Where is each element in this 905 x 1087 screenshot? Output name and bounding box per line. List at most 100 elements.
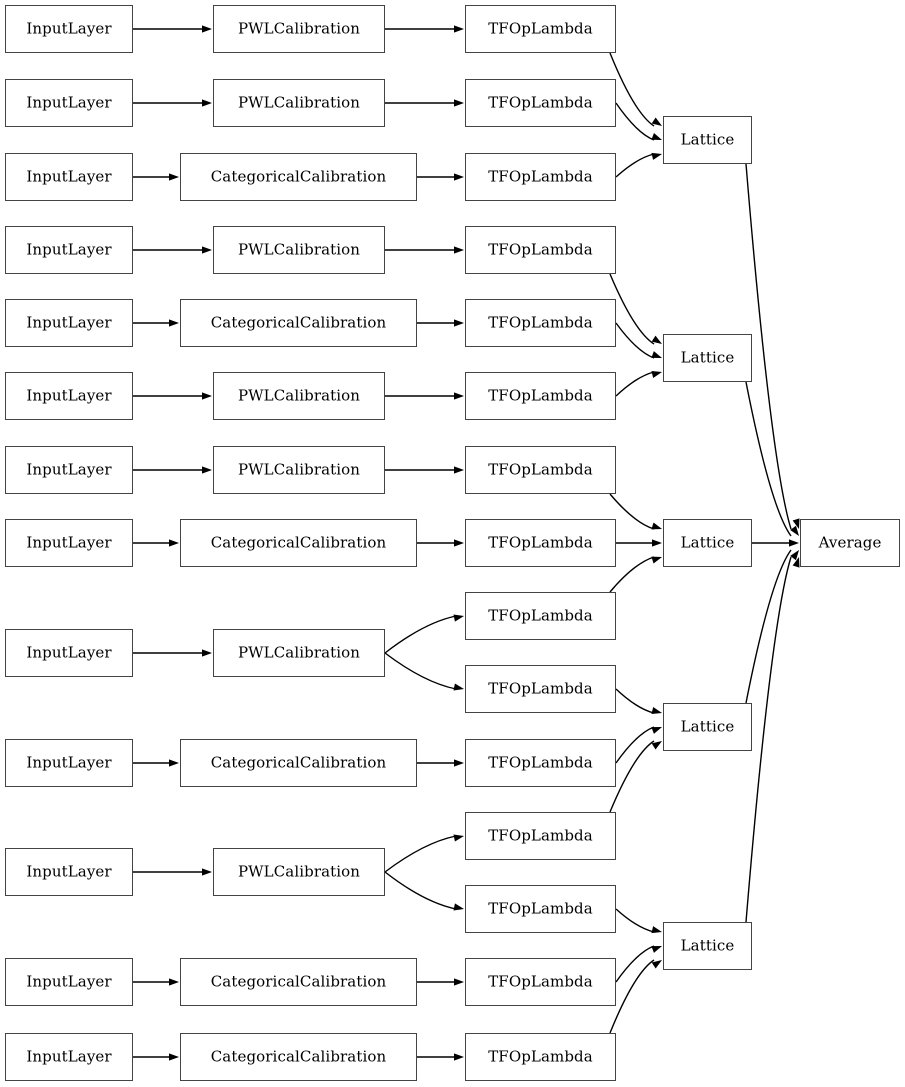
node-categoricalcalibration-cal3[interactable]: CategoricalCalibration xyxy=(180,153,417,201)
node-inputlayer-in12[interactable]: InputLayer xyxy=(5,958,133,1006)
edge-arrowhead xyxy=(652,539,662,547)
node-pwlcalibration-cal4[interactable]: PWLCalibration xyxy=(213,226,385,274)
edge-arrowhead xyxy=(651,926,662,934)
node-categoricalcalibration-cal12[interactable]: CategoricalCalibration xyxy=(180,958,417,1006)
edge-arrowhead xyxy=(454,1053,464,1061)
node-label: InputLayer xyxy=(26,533,112,551)
node-label: TFOpLambda xyxy=(488,167,593,185)
node-label: CategoricalCalibration xyxy=(210,533,387,551)
edge-arrowhead xyxy=(202,392,212,400)
edge-cal9-to-op10 xyxy=(384,652,457,690)
edge-arrowhead xyxy=(169,539,179,547)
edge-arrowhead xyxy=(454,173,464,181)
node-tfoplambda-op6[interactable]: TFOpLambda xyxy=(465,372,616,420)
node-inputlayer-in7[interactable]: InputLayer xyxy=(5,446,133,494)
node-inputlayer-in1[interactable]: InputLayer xyxy=(5,5,133,53)
node-tfoplambda-op8[interactable]: TFOpLambda xyxy=(465,519,616,567)
node-label: TFOpLambda xyxy=(488,753,593,771)
edge-arrowhead xyxy=(453,683,464,691)
node-label: CategoricalCalibration xyxy=(210,753,387,771)
node-inputlayer-in9[interactable]: InputLayer xyxy=(5,629,133,677)
node-label: InputLayer xyxy=(26,1047,112,1065)
edge-arrowhead xyxy=(790,550,799,561)
edge-arrowhead xyxy=(651,133,662,140)
node-inputlayer-in6[interactable]: InputLayer xyxy=(5,372,133,420)
edge-arrowhead xyxy=(651,522,662,530)
edge-arrowhead xyxy=(454,466,464,474)
edge-arrowhead xyxy=(453,903,464,911)
node-lattice-lat1[interactable]: Lattice xyxy=(663,116,752,164)
edge-op9-to-lat3 xyxy=(609,556,655,593)
node-tfoplambda-op11[interactable]: TFOpLambda xyxy=(465,739,616,787)
node-pwlcalibration-cal9[interactable]: PWLCalibration xyxy=(213,629,385,677)
node-tfoplambda-op5[interactable]: TFOpLambda xyxy=(465,299,616,347)
node-pwlcalibration-cal11[interactable]: PWLCalibration xyxy=(213,848,385,896)
edge-arrowhead xyxy=(651,351,662,358)
node-label: InputLayer xyxy=(26,93,112,111)
node-inputlayer-in10[interactable]: InputLayer xyxy=(5,739,133,787)
node-inputlayer-in8[interactable]: InputLayer xyxy=(5,519,133,567)
edge-arrowhead xyxy=(789,539,799,547)
node-categoricalcalibration-cal13[interactable]: CategoricalCalibration xyxy=(180,1033,417,1081)
edge-arrowhead xyxy=(169,759,179,767)
edge-arrowhead xyxy=(792,557,800,568)
node-label: InputLayer xyxy=(26,386,112,404)
node-label: InputLayer xyxy=(26,167,112,185)
node-inputlayer-in2[interactable]: InputLayer xyxy=(5,79,133,127)
node-categoricalcalibration-cal5[interactable]: CategoricalCalibration xyxy=(180,299,417,347)
node-pwlcalibration-cal2[interactable]: PWLCalibration xyxy=(213,79,385,127)
node-pwlcalibration-cal1[interactable]: PWLCalibration xyxy=(213,5,385,53)
node-pwlcalibration-cal7[interactable]: PWLCalibration xyxy=(213,446,385,494)
node-average-avg[interactable]: Average xyxy=(800,519,900,567)
edge-arrowhead xyxy=(454,99,464,107)
node-categoricalcalibration-cal10[interactable]: CategoricalCalibration xyxy=(180,739,417,787)
edge-arrowhead xyxy=(651,727,662,734)
node-label: TFOpLambda xyxy=(488,460,593,478)
node-tfoplambda-op15[interactable]: TFOpLambda xyxy=(465,1033,616,1081)
node-label: TFOpLambda xyxy=(488,93,593,111)
node-tfoplambda-op13[interactable]: TFOpLambda xyxy=(465,885,616,933)
node-tfoplambda-op14[interactable]: TFOpLambda xyxy=(465,958,616,1006)
edge-arrowhead xyxy=(454,539,464,547)
edge-arrowhead xyxy=(202,246,212,254)
node-inputlayer-in11[interactable]: InputLayer xyxy=(5,848,133,896)
edge-arrowhead xyxy=(454,25,464,33)
node-tfoplambda-op10[interactable]: TFOpLambda xyxy=(465,665,616,713)
node-label: TFOpLambda xyxy=(488,1047,593,1065)
node-tfoplambda-op9[interactable]: TFOpLambda xyxy=(465,592,616,640)
node-inputlayer-in4[interactable]: InputLayer xyxy=(5,226,133,274)
node-tfoplambda-op1[interactable]: TFOpLambda xyxy=(465,5,616,53)
edge-arrowhead xyxy=(792,518,800,529)
node-label: InputLayer xyxy=(26,753,112,771)
node-label: PWLCalibration xyxy=(237,643,361,661)
node-inputlayer-in3[interactable]: InputLayer xyxy=(5,153,133,201)
node-lattice-lat2[interactable]: Lattice xyxy=(663,334,752,382)
node-label: Lattice xyxy=(680,936,735,954)
node-inputlayer-in13[interactable]: InputLayer xyxy=(5,1033,133,1081)
node-tfoplambda-op4[interactable]: TFOpLambda xyxy=(465,226,616,274)
edge-arrowhead xyxy=(454,978,464,986)
edge-arrowhead xyxy=(651,707,662,715)
node-label: InputLayer xyxy=(26,460,112,478)
node-tfoplambda-op12[interactable]: TFOpLambda xyxy=(465,812,616,860)
node-label: PWLCalibration xyxy=(237,862,361,880)
node-label: TFOpLambda xyxy=(488,606,593,624)
node-lattice-lat4[interactable]: Lattice xyxy=(663,703,752,751)
node-lattice-lat5[interactable]: Lattice xyxy=(663,922,752,970)
node-lattice-lat3[interactable]: Lattice xyxy=(663,519,752,567)
node-label: CategoricalCalibration xyxy=(210,972,387,990)
edge-lat1-to-avg xyxy=(745,163,792,530)
node-tfoplambda-op2[interactable]: TFOpLambda xyxy=(465,79,616,127)
node-label: TFOpLambda xyxy=(488,826,593,844)
node-tfoplambda-op3[interactable]: TFOpLambda xyxy=(465,153,616,201)
node-label: PWLCalibration xyxy=(237,386,361,404)
edge-op10-to-lat4 xyxy=(615,688,655,714)
node-inputlayer-in5[interactable]: InputLayer xyxy=(5,299,133,347)
edge-arrowhead xyxy=(169,173,179,181)
node-pwlcalibration-cal6[interactable]: PWLCalibration xyxy=(213,372,385,420)
node-tfoplambda-op7[interactable]: TFOpLambda xyxy=(465,446,616,494)
node-categoricalcalibration-cal8[interactable]: CategoricalCalibration xyxy=(180,519,417,567)
edge-lat2-to-avg xyxy=(745,381,792,537)
node-label: TFOpLambda xyxy=(488,972,593,990)
